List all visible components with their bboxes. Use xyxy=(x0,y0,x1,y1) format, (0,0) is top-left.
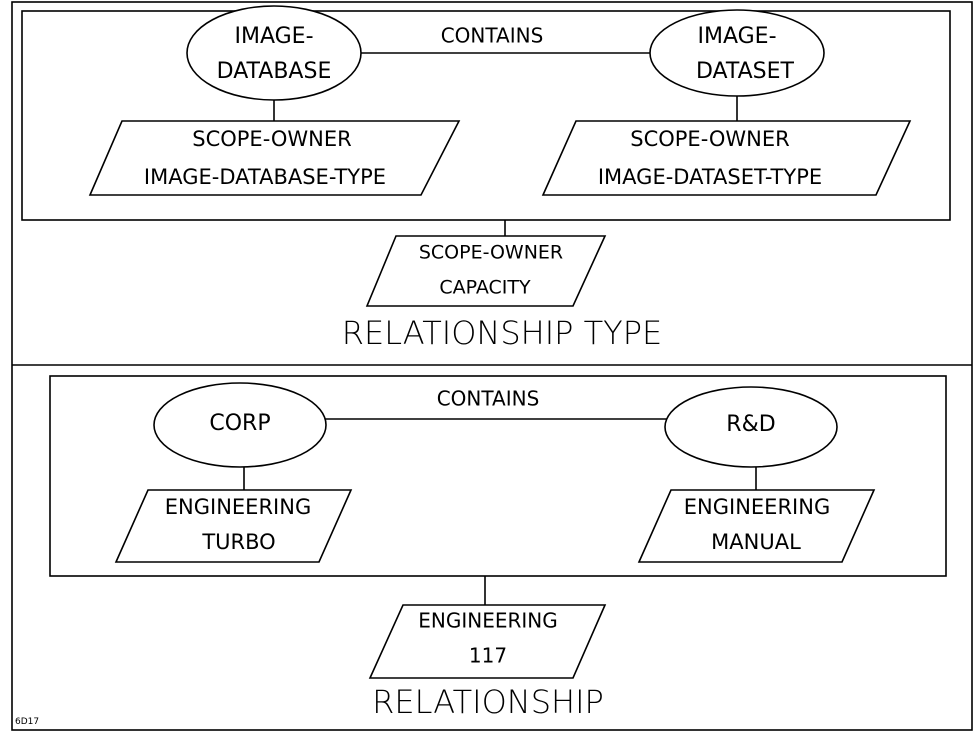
section-title-relationship-type: RELATIONSHIP TYPE xyxy=(342,314,662,352)
entity-image-database xyxy=(186,5,362,101)
entity-image-database-line2: DATABASE xyxy=(217,59,332,84)
attr-image-database-line1: SCOPE-OWNER xyxy=(192,127,351,151)
attr-relationship-type-line1: SCOPE-OWNER xyxy=(419,242,563,264)
top-section: CONTAINS IMAGE- DATABASE IMAGE- DATASET … xyxy=(21,5,951,352)
bottom-section: CONTAINS CORP R&D ENGINEERING TURBO ENGI… xyxy=(49,375,947,721)
attr-relationship-type xyxy=(365,235,607,307)
entity-corp-label: CORP xyxy=(209,411,270,436)
attr-image-dataset-line2: IMAGE-DATASET-TYPE xyxy=(598,165,822,189)
attr-image-database-line2: IMAGE-DATABASE-TYPE xyxy=(144,165,386,189)
attr-corp xyxy=(114,489,353,563)
entity-image-dataset xyxy=(649,9,825,97)
entity-r-and-d xyxy=(664,386,838,468)
entity-image-dataset-line1: IMAGE- xyxy=(697,24,776,49)
attr-r-and-d xyxy=(637,489,876,563)
attr-image-dataset xyxy=(541,120,912,196)
section-title-relationship: RELATIONSHIP xyxy=(372,683,604,721)
entity-corp xyxy=(153,382,327,468)
attr-relationship xyxy=(368,604,607,679)
entity-image-database-line1: IMAGE- xyxy=(234,24,313,49)
attr-r-and-d-line1: ENGINEERING xyxy=(684,495,830,519)
attr-r-and-d-line2: MANUAL xyxy=(711,530,801,554)
outer-frame xyxy=(11,1,973,731)
entity-r-and-d-label: R&D xyxy=(726,412,775,437)
top-inner-box xyxy=(21,10,951,221)
attr-image-database xyxy=(88,120,461,196)
entity-image-dataset-line2: DATASET xyxy=(696,59,795,84)
attr-relationship-type-line2: CAPACITY xyxy=(439,277,531,299)
top-contains-label: CONTAINS xyxy=(441,24,544,48)
attr-relationship-line1: ENGINEERING xyxy=(418,609,557,633)
bottom-inner-box xyxy=(49,375,947,577)
bottom-contains-label: CONTAINS xyxy=(437,387,540,411)
attr-corp-line1: ENGINEERING xyxy=(165,495,311,519)
attr-corp-line2: TURBO xyxy=(201,530,275,554)
figure-id: 6D17 xyxy=(15,717,39,727)
attr-image-dataset-line1: SCOPE-OWNER xyxy=(630,127,789,151)
attr-relationship-line2: 117 xyxy=(469,644,507,668)
